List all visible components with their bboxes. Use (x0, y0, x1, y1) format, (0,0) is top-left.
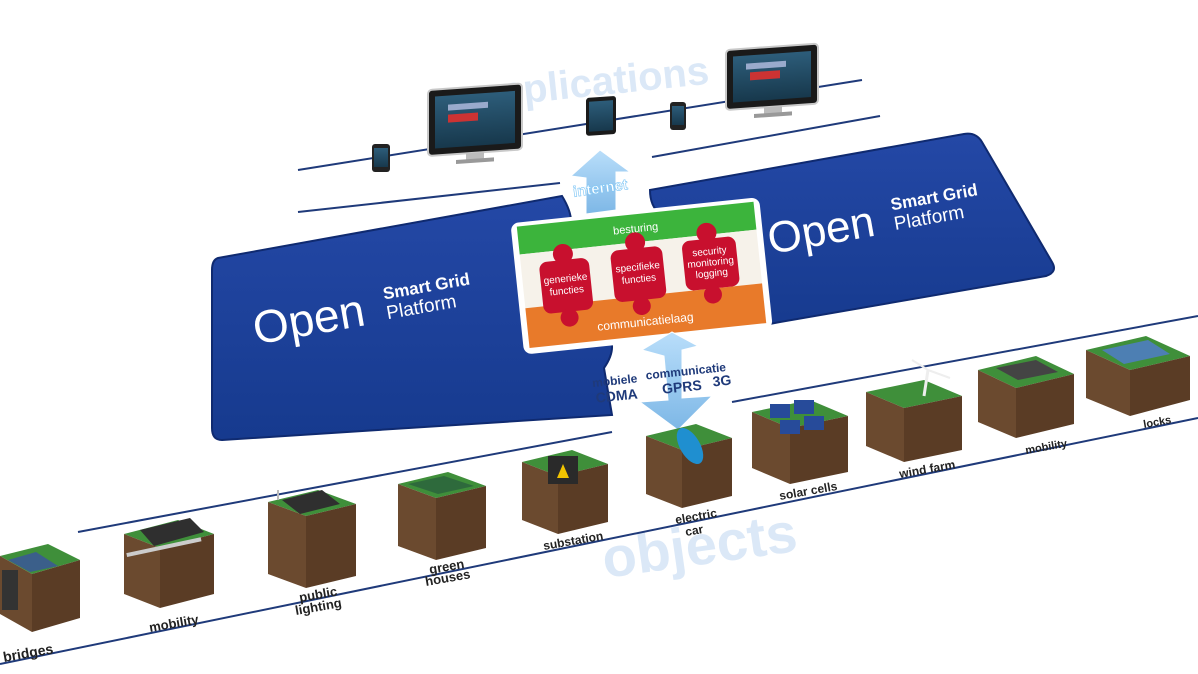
object-wind-farm (866, 359, 962, 462)
object-electric-car (646, 424, 732, 508)
monitor-device (427, 82, 523, 165)
piece-label-line1: security (692, 245, 727, 260)
besturing-band (516, 201, 757, 255)
besturing-label: besturing (613, 221, 659, 238)
label-substation: substation (542, 529, 604, 553)
warning-icon (557, 464, 569, 478)
label-bridges: bridges (2, 640, 55, 665)
cdma-label: CDMA (595, 385, 638, 405)
internet-label: internet (572, 176, 629, 200)
label-mobility: mobility (148, 611, 200, 635)
core-module: besturing communicatielaag generieke fun… (511, 197, 773, 354)
object-public-lighting (268, 490, 356, 588)
communication-arrow (638, 331, 714, 431)
gprs-label: GPRS (661, 377, 702, 397)
function-piece-specifieke: specifieke functies (610, 232, 667, 316)
object-locks (1086, 336, 1190, 416)
piece-label-line2: monitoring (687, 255, 735, 271)
piece-label-line2: functies (621, 272, 656, 287)
mobiele-label: mobiele (591, 371, 638, 390)
label-electric-2: car (684, 522, 705, 539)
object-layer-lines (0, 315, 1198, 665)
tablet-device (586, 96, 616, 136)
piece-label-line3: logging (695, 267, 728, 281)
internet-arrow: internet (569, 149, 632, 215)
phone-device (372, 144, 390, 172)
label-locks: locks (1142, 414, 1172, 431)
function-piece-generieke: generieke functies (539, 243, 594, 327)
function-piece-security: security monitoring logging (682, 222, 740, 304)
piece-label-line2: functies (549, 284, 584, 299)
phone-device (670, 102, 686, 130)
object-mobility-2 (978, 356, 1074, 438)
label-green-1: green (428, 556, 466, 577)
object-solar-cells (752, 400, 848, 484)
object-substation (522, 450, 608, 534)
piece-label-line1: specifieke (615, 260, 661, 276)
label-mobility-2: mobility (1024, 438, 1068, 457)
object-green-houses (398, 472, 486, 560)
piece-label-line1: generieke (543, 272, 588, 288)
monitor-device (725, 42, 819, 119)
label-public-1: public (298, 584, 338, 605)
object-bridges (0, 544, 80, 632)
object-mobility (124, 518, 214, 608)
communication-labels: mobiele communicatie CDMA GPRS 3G (591, 360, 732, 406)
3g-label: 3G (712, 372, 732, 390)
